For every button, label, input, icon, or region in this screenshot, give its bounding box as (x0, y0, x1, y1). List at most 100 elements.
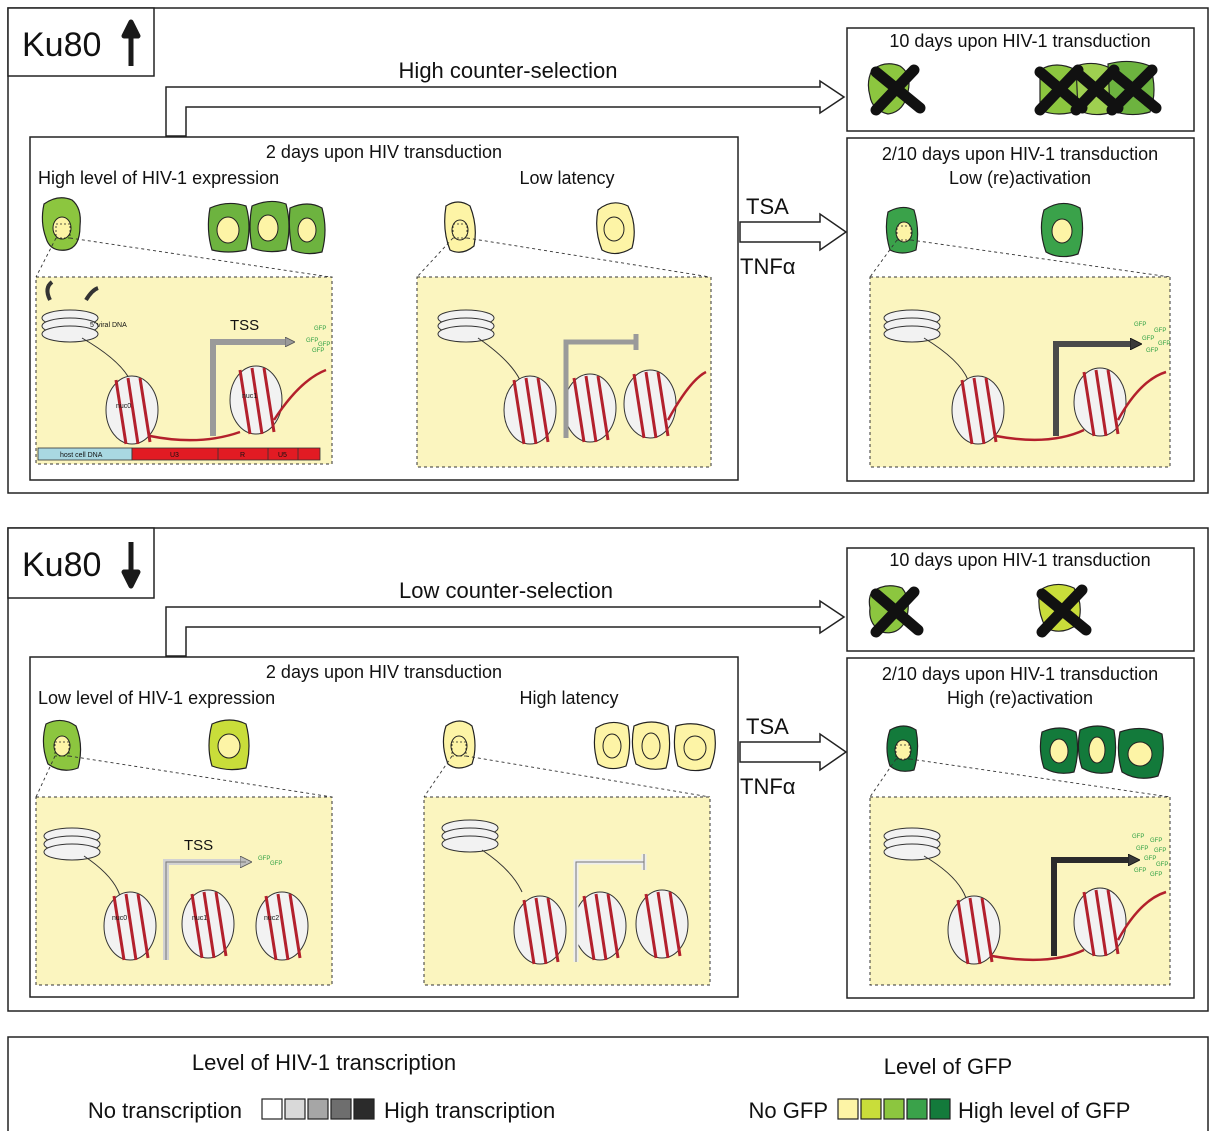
cell-icon (1039, 727, 1079, 774)
cell-icon (288, 203, 326, 255)
zoom-active-transcription: 5' viral DNA nuc0 nuc1 TSS GFP GFP GFP G… (35, 276, 333, 465)
tss-label: TSS (230, 317, 259, 334)
gfp-label: GFP (1142, 336, 1154, 342)
legend-transcription-scale (261, 1098, 375, 1120)
gfp-label: GFP (1158, 341, 1170, 347)
cell-icon (1117, 727, 1164, 779)
nucleosome-stack-icon (883, 309, 941, 343)
cell-icon (885, 206, 919, 254)
gfp-label: GFP (1150, 838, 1162, 844)
nucleosome-stack-icon (437, 309, 495, 343)
transcription-swatch (261, 1098, 283, 1120)
tss-label: TSS (184, 837, 213, 854)
dead-cells-group-icon (1034, 60, 1162, 116)
gfp-label: GFP (1156, 862, 1168, 868)
cell-icon (593, 721, 631, 770)
nucleosome-stack-icon (883, 827, 941, 861)
zoom-guide-lines (35, 237, 1171, 278)
tss-arrow (1053, 344, 1136, 436)
cell-icon (444, 201, 476, 253)
blocked-tss-icon (563, 334, 639, 438)
outcome-reactivation-sub: Low (re)activation (949, 168, 1091, 188)
counter-selection-arrow (165, 79, 846, 137)
nuc0-label: nuc0 (112, 915, 127, 922)
gfp-label: GFP (1134, 322, 1146, 328)
expression-heading: High level of HIV-1 expression (38, 168, 279, 188)
legend-gfp-high: High level of GFP (958, 1098, 1130, 1123)
legend-transcription-high: High transcription (384, 1098, 555, 1123)
tss-arrow (1051, 860, 1134, 956)
transcription-swatch (353, 1098, 375, 1120)
cell-icon (249, 200, 290, 253)
arrow-down-icon (121, 542, 141, 589)
legend-gfp-low: No GFP (749, 1098, 828, 1123)
cell-icon (42, 719, 82, 771)
panel-ku80-up: Ku80 High counter-selection 10 days upon… (7, 7, 1209, 494)
gfp-label: GFP (1154, 328, 1166, 334)
gfp-swatch (837, 1098, 859, 1120)
u5-label: U5 (278, 452, 287, 459)
nucleosome-stack-icon (41, 280, 99, 343)
tnfa-label: TNFα (740, 774, 796, 799)
expression-heading: Low level of HIV-1 expression (38, 688, 275, 708)
cell-icon (596, 202, 635, 255)
gfp-label: GFP (1144, 856, 1156, 862)
zoom-guide-lines (35, 755, 1171, 798)
legend-transcription-low: No transcription (88, 1098, 242, 1123)
nuc1-label: nuc1 (242, 393, 257, 400)
dead-cell-icon (867, 63, 926, 116)
nuc0-label: nuc0 (116, 403, 131, 410)
tnfa-label: TNFα (740, 254, 796, 279)
cell-icon (1077, 725, 1117, 774)
cell-icon (886, 725, 919, 772)
r-label: R (240, 452, 245, 459)
counter-selection-label: High counter-selection (399, 58, 618, 83)
latency-heading: Low latency (519, 168, 614, 188)
gfp-swatch (929, 1098, 951, 1120)
panel-ku80-down: Ku80 Low counter-selection 10 days upon … (7, 527, 1209, 1012)
legend-frame (7, 1036, 1209, 1131)
legend-transcription-title: Level of HIV-1 transcription (192, 1050, 456, 1075)
gfp-swatch (883, 1098, 905, 1120)
cell-icon (631, 721, 671, 770)
viral-dna-label: 5' viral DNA (90, 322, 127, 329)
gfp-label: GFP (1146, 348, 1158, 354)
nuc1-label: nuc1 (192, 915, 207, 922)
dead-cell-icon (868, 585, 924, 638)
u3-label: U3 (170, 452, 179, 459)
counter-selection-arrow (165, 599, 846, 657)
dead-cell-icon (1036, 583, 1092, 638)
outcome-reactivation-title: 2/10 days upon HIV-1 transduction (882, 144, 1158, 164)
zoom-low-transcription: nuc0 nuc1 nuc2 TSS GFP GFP (35, 796, 333, 986)
cell-icon (41, 197, 81, 251)
two-day-title: 2 days upon HIV transduction (266, 142, 502, 162)
gfp-label: GFP (1134, 868, 1146, 874)
gfp-label: GFP (312, 348, 324, 354)
gfp-label: GFP (1154, 848, 1166, 854)
gfp-label: GFP (318, 342, 330, 348)
gfp-label: GFP (258, 856, 270, 862)
outcome-reactivation-title: 2/10 days upon HIV-1 transduction (882, 664, 1158, 684)
cell-icon (208, 719, 250, 771)
zoom-reactivated-transcription: GFP GFP GFP GFP GFP (869, 276, 1171, 468)
tsa-label: TSA (746, 714, 789, 739)
nucleosome-nuc1-icon (229, 365, 283, 435)
host-dna-label: host cell DNA (60, 452, 103, 459)
gfp-label: GFP (1150, 872, 1162, 878)
tss-arrow (210, 342, 290, 436)
nucleosome-stack-icon (43, 827, 101, 861)
treatment-arrow (739, 732, 848, 772)
cell-icon (673, 723, 716, 772)
gfp-swatch (906, 1098, 928, 1120)
ltr-bar (131, 447, 321, 461)
treatment-arrow (739, 212, 848, 252)
legend: Level of HIV-1 transcription No transcri… (7, 1036, 1209, 1131)
zoom-blocked-transcription (423, 796, 711, 986)
transcription-swatch (330, 1098, 352, 1120)
transcription-swatch (284, 1098, 306, 1120)
legend-gfp-title: Level of GFP (884, 1054, 1012, 1079)
outcome-reactivation-sub: High (re)activation (947, 688, 1093, 708)
gfp-label: GFP (314, 326, 326, 332)
gfp-swatch (860, 1098, 882, 1120)
